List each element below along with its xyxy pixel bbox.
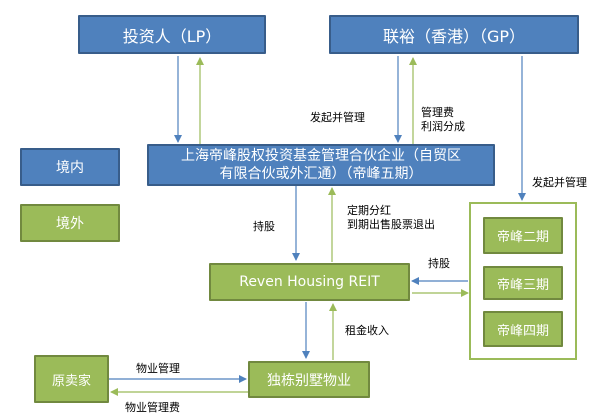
legend-overseas: 境外: [20, 204, 120, 242]
legend-domestic-label: 境内: [56, 160, 84, 176]
fund-label-line2: 有限合伙或外汇通）（帝峰五期）: [219, 166, 423, 182]
label-initiate-manage-left-text: 发起并管理: [310, 111, 365, 124]
legend-overseas-label: 境外: [56, 216, 84, 232]
seller-label: 原卖家: [51, 373, 91, 389]
label-holding-left: 持股: [253, 220, 275, 234]
phase4-label: 帝峰四期: [496, 323, 549, 339]
villa-node: 独栋别墅物业: [248, 361, 370, 398]
gp-node: 联裕（香港）（GP）: [329, 15, 579, 54]
gp-label: 联裕（香港）（GP）: [382, 26, 526, 46]
phase3-label: 帝峰三期: [496, 277, 549, 293]
reit-node: Reven Housing REIT: [209, 263, 410, 301]
phase2-node: 帝峰二期: [483, 217, 563, 254]
label-property-fee-text: 物业管理费: [125, 401, 180, 414]
label-exit-text: 到期出售股票退出: [347, 218, 435, 231]
label-holding-left-text: 持股: [253, 220, 275, 233]
reit-label: Reven Housing REIT: [239, 274, 380, 290]
legend-domestic: 境内: [20, 148, 120, 186]
label-profit-share-text: 利润分成: [421, 120, 465, 133]
label-property-mgmt: 物业管理: [136, 362, 180, 376]
phase4-node: 帝峰四期: [483, 311, 563, 347]
label-rent: 租金收入: [345, 324, 389, 338]
label-mgmt-fee-text: 管理费: [421, 106, 454, 119]
seller-node: 原卖家: [34, 355, 109, 403]
villa-label: 独栋别墅物业: [267, 372, 351, 389]
label-property-fee: 物业管理费: [125, 401, 180, 415]
investor-node: 投资人（LP）: [78, 15, 266, 54]
label-initiate-manage-right: 发起并管理: [532, 176, 587, 190]
label-initiate-manage-right-text: 发起并管理: [532, 176, 587, 189]
fund-label-line1: 上海帝峰股权投资基金管理合伙企业（自贸区: [181, 148, 461, 164]
label-dividend-text: 定期分红: [347, 204, 391, 217]
fund-node: 上海帝峰股权投资基金管理合伙企业（自贸区 有限合伙或外汇通）（帝峰五期）: [147, 144, 495, 186]
label-holding-right-text: 持股: [428, 257, 450, 270]
investor-label: 投资人（LP）: [122, 26, 222, 46]
phase2-label: 帝峰二期: [496, 230, 549, 245]
label-dividend-exit: 定期分红 到期出售股票退出: [347, 204, 435, 232]
label-initiate-manage-left: 发起并管理: [310, 111, 365, 125]
label-mgmt-fee-profit: 管理费 利润分成: [421, 106, 465, 134]
label-holding-right: 持股: [428, 257, 450, 271]
label-property-mgmt-text: 物业管理: [136, 362, 180, 375]
label-rent-text: 租金收入: [345, 324, 389, 337]
phase3-node: 帝峰三期: [483, 266, 563, 300]
